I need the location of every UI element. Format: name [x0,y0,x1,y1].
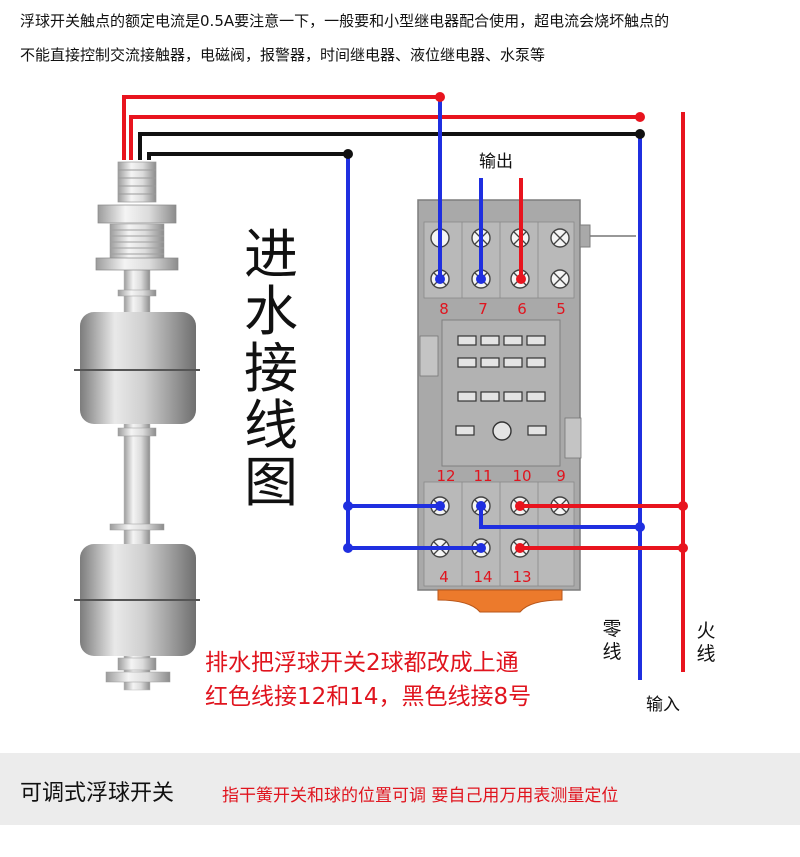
live-label-char-2: 线 [696,643,716,665]
footer-bar: 可调式浮球开关 指干簧开关和球的位置可调 要自己用万用表测量定位 [0,753,800,825]
diagram-title-char-3: 接 [244,337,298,400]
terminal-label-7: 7 [478,300,488,318]
float-collar-upper [117,289,157,297]
terminal-label-12: 12 [436,467,455,485]
neutral-label-char-2: 线 [602,641,622,663]
drain-note-line-2: 红色线接12和14，黑色线接8号 [205,684,532,710]
terminal-label-8: 8 [439,300,449,318]
footer-title: 可调式浮球开关 [20,781,175,806]
note-line-2: 不能直接控制交流接触器，电磁阀，报警器，时间继电器、液位继电器、水泵等 [20,46,546,64]
live-label-char-1: 火 [696,620,716,642]
float-collar-mid [117,427,157,437]
diagram-title-char-4: 线 [244,394,298,457]
terminal-label-5: 5 [556,300,566,318]
junction-dots [343,92,688,553]
footer-subtitle: 指干簧开关和球的位置可调 要自己用万用表测量定位 [222,786,619,806]
red-wire-float-14 [129,115,640,160]
float-nut-top [97,204,177,224]
float-clip [117,657,157,671]
drain-note-line-1: 排水把浮球开关2球都改成上通 [205,650,519,676]
terminal-labels: 8 7 6 5 12 11 10 9 4 14 13 [436,300,565,586]
wires [122,95,685,680]
black-wire-float-8 [138,132,640,160]
terminal-label-10: 10 [512,467,531,485]
terminal-label-9: 9 [556,467,566,485]
diagram-title-char-1: 进 [244,223,298,286]
diagram-title-char-2: 水 [244,280,298,343]
black-wire-float-com [147,152,348,160]
terminal-label-11: 11 [473,467,492,485]
red-wire-float-12 [122,95,440,160]
diagram-title-char-5: 图 [244,451,298,514]
float-switch [74,161,200,691]
output-label: 输出 [479,152,513,172]
input-label: 输入 [646,695,680,715]
float-nut-bottom [95,257,179,271]
terminal-label-13: 13 [512,568,531,586]
float-cable-sleeve [117,161,157,203]
neutral-label-char-1: 零 [602,618,622,640]
terminal-label-6: 6 [517,300,527,318]
wiring-diagram: 8 7 6 5 12 11 10 9 4 14 13 [74,92,688,691]
terminal-label-4: 4 [439,568,449,586]
float-ball-upper [80,312,196,424]
terminal-label-14: 14 [473,568,492,586]
note-line-1: 浮球开关触点的额定电流是0.5A要注意一下，一般要和小型继电器配合使用，超电流会… [20,12,670,30]
